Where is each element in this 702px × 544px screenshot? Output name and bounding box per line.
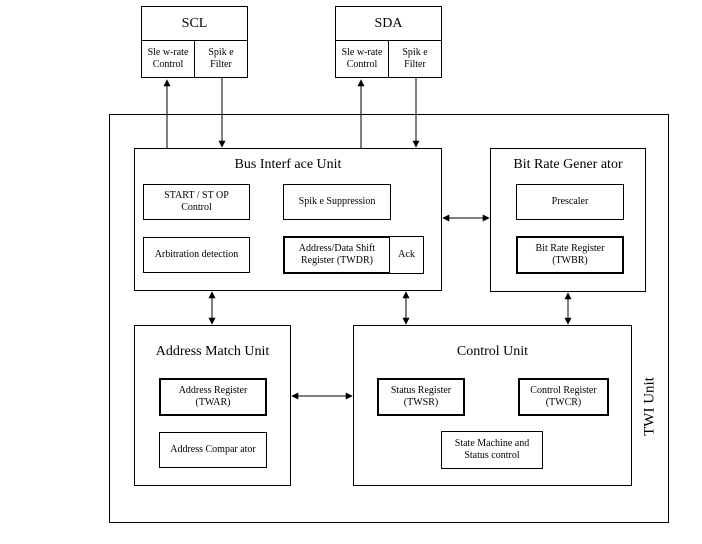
status-register: Status Register (TWSR) bbox=[377, 378, 465, 416]
ack-bit: Ack bbox=[389, 236, 424, 274]
bit-rate-title: Bit Rate Gener ator bbox=[513, 157, 623, 172]
start-stop-control: START / ST OP Control bbox=[143, 184, 250, 220]
address-register: Address Register (TWAR) bbox=[159, 378, 267, 416]
address-comparator: Address Compar ator bbox=[159, 432, 267, 468]
sda-pin-block: SDA Sle w-rate Control Spik e Filter bbox=[335, 6, 442, 78]
twi-unit-frame bbox=[109, 114, 669, 523]
state-machine: State Machine and Status control bbox=[441, 431, 543, 469]
bus-interface-title: Bus Interf ace Unit bbox=[234, 157, 342, 172]
address-data-shift-register: Address/Data Shift Register (TWDR) bbox=[283, 236, 391, 274]
sda-label: SDA bbox=[374, 16, 403, 31]
bit-rate-generator: Bit Rate Gener ator Prescaler Bit Rate R… bbox=[490, 148, 646, 292]
scl-slew-rate-control: Sle w-rate Control bbox=[142, 41, 195, 77]
scl-spike-filter: Spik e Filter bbox=[208, 47, 234, 70]
bit-rate-register: Bit Rate Register (TWBR) bbox=[516, 236, 624, 274]
control-unit-title: Control Unit bbox=[456, 344, 529, 359]
prescaler: Prescaler bbox=[516, 184, 624, 220]
sda-spike-filter: Spik e Filter bbox=[402, 47, 428, 70]
control-unit: Control Unit Status Register (TWSR) Cont… bbox=[353, 325, 632, 486]
bus-interface-unit: Bus Interf ace Unit START / ST OP Contro… bbox=[134, 148, 442, 291]
scl-label: SCL bbox=[181, 16, 208, 31]
twi-unit-label: TWI Unit bbox=[641, 377, 658, 436]
address-match-unit: Address Match Unit Address Register (TWA… bbox=[134, 325, 291, 486]
sda-slew-rate-control: Sle w-rate Control bbox=[336, 41, 389, 77]
spike-suppression: Spik e Suppression bbox=[283, 184, 391, 220]
control-register: Control Register (TWCR) bbox=[518, 378, 609, 416]
arbitration-detection: Arbitration detection bbox=[143, 237, 250, 273]
address-match-title: Address Match Unit bbox=[155, 344, 270, 359]
scl-pin-block: SCL Sle w-rate Control Spik e Filter bbox=[141, 6, 248, 78]
